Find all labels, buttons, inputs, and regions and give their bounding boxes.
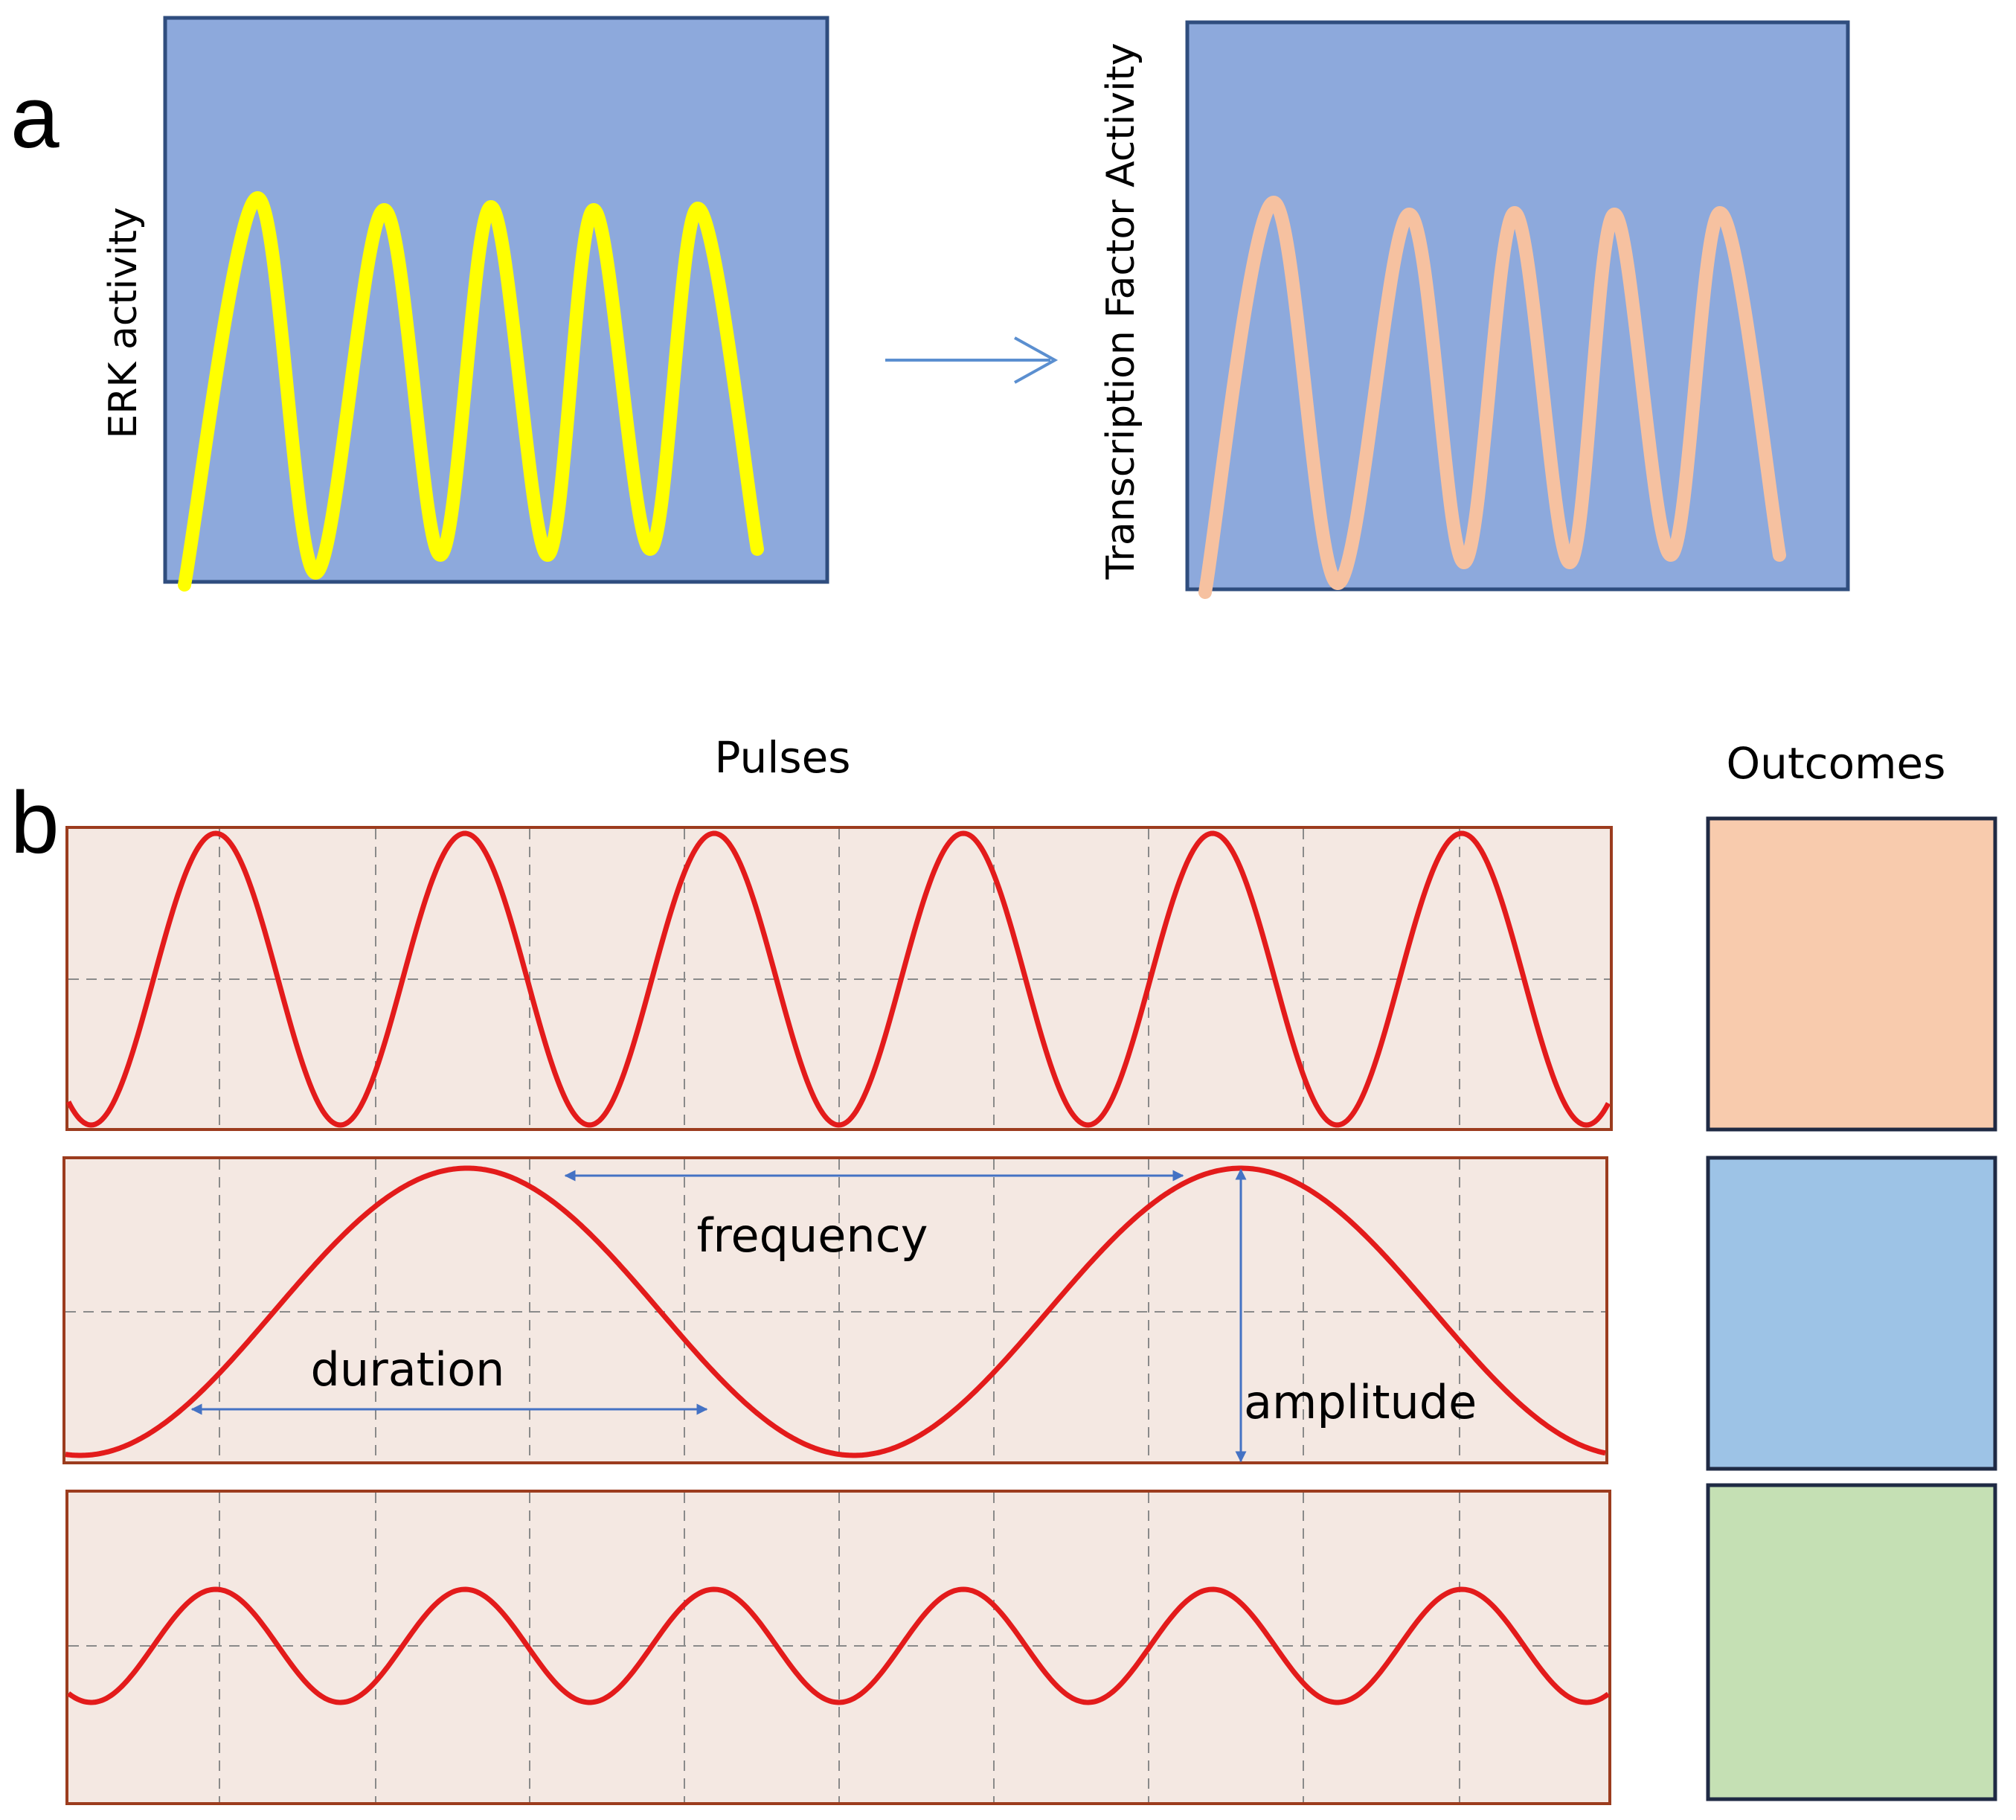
amplitude-label: amplitude [1244,1375,1477,1429]
outcome-box-1 [1706,816,1997,1132]
erk-activity-wave [178,191,764,592]
tf-plot: Transcription Factor Activity [1099,20,1850,599]
panel-b-letter: b [10,774,60,872]
panel-a: a ERK activity Transcription Factor Acti… [10,16,1850,599]
frequency-label: frequency [697,1208,928,1263]
tf-ylabel: Transcription Factor Activity [1099,42,1143,580]
pulse-strip-1 [65,826,1613,1131]
arrow-head [1014,336,1059,384]
pulse-wave-high-frequency [65,830,1611,1128]
pulses-heading: Pulses [715,732,851,783]
outcome-box-3 [1706,1483,1997,1801]
panel-a-letter: a [10,68,60,167]
tf-activity-wave [1198,196,1786,599]
pulse-strip-2: frequency duration amplitude [62,1156,1608,1464]
pulse-strip-3 [65,1490,1611,1805]
panel-a-arrow [885,336,1059,384]
outcomes-heading: Outcomes [1727,738,1946,789]
erk-ylabel: ERK activity [101,207,146,438]
pulse-wave-low-amplitude [66,1586,1611,1705]
duration-label: duration [311,1342,505,1397]
panel-b: b Pulses Outcomes frequency duration amp… [10,732,1997,1805]
pulse-wave-low-frequency [65,1165,1606,1458]
pulse-strip-3-grid [68,1493,1608,1802]
outcome-box-2 [1706,1156,1997,1471]
erk-plot: ERK activity [101,16,829,592]
